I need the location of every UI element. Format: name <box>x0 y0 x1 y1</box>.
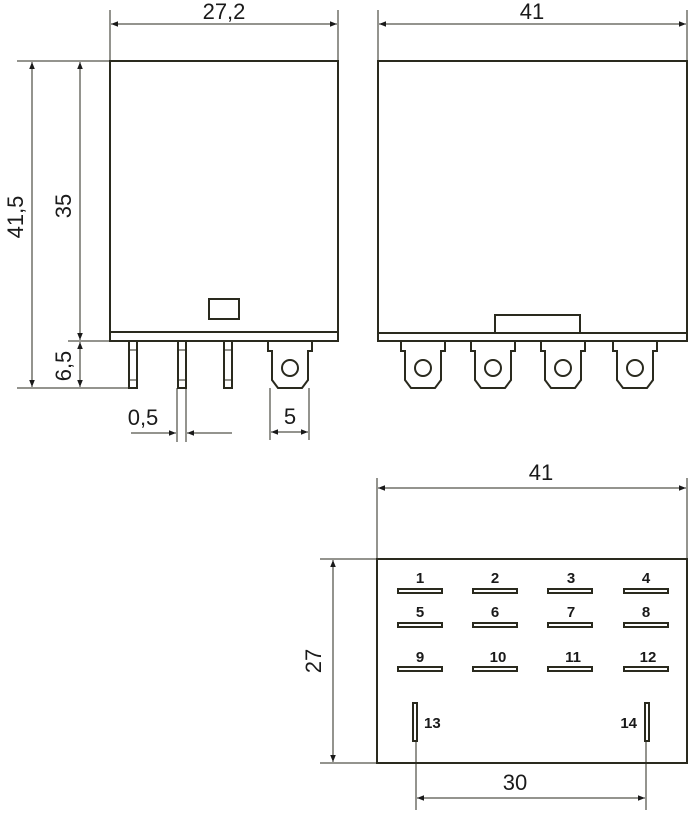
dim-bottom-width: 41 <box>529 460 553 485</box>
bottom-pins: 1 2 3 4 5 6 7 8 9 10 11 12 13 14 <box>397 570 669 742</box>
dim-pin-length: 6,5 <box>51 351 76 382</box>
indicator-window <box>208 298 240 320</box>
relay-base-bottom <box>376 558 688 764</box>
pin-label: 9 <box>416 649 424 666</box>
dim-tab-width: 5 <box>284 404 296 429</box>
pin-label: 2 <box>491 570 499 587</box>
pin-label: 5 <box>416 604 424 621</box>
pin-label: 4 <box>642 570 651 587</box>
dim-pin-thickness: 0,5 <box>128 405 159 430</box>
dim-body-height: 35 <box>51 194 76 218</box>
pin-label: 13 <box>424 715 441 732</box>
dim-total-height: 41,5 <box>3 196 28 239</box>
front-latch <box>494 314 581 334</box>
pin-label: 8 <box>642 604 650 621</box>
dim-bottom-height: 27 <box>301 649 326 673</box>
pin-label: 11 <box>565 649 581 666</box>
side-view: 27,2 41,5 35 6,5 0,5 5 <box>3 0 339 442</box>
pin-label: 7 <box>567 604 575 621</box>
pin-label: 14 <box>620 715 637 732</box>
dim-side-width: 27,2 <box>203 0 246 24</box>
pin-label: 12 <box>640 649 657 666</box>
relay-body-front <box>377 60 688 342</box>
front-view: 41 <box>377 0 688 389</box>
side-pins <box>128 340 313 389</box>
front-tabs <box>400 341 658 389</box>
pin-label: 10 <box>490 649 507 666</box>
pin-label: 1 <box>416 570 424 587</box>
dim-front-width: 41 <box>520 0 544 24</box>
dim-pin-spacing: 30 <box>503 770 527 795</box>
pin-label: 6 <box>491 604 499 621</box>
bottom-view: 41 27 1 2 3 4 5 6 7 8 9 10 11 12 13 14 <box>301 460 688 810</box>
pin-label: 3 <box>567 570 575 587</box>
